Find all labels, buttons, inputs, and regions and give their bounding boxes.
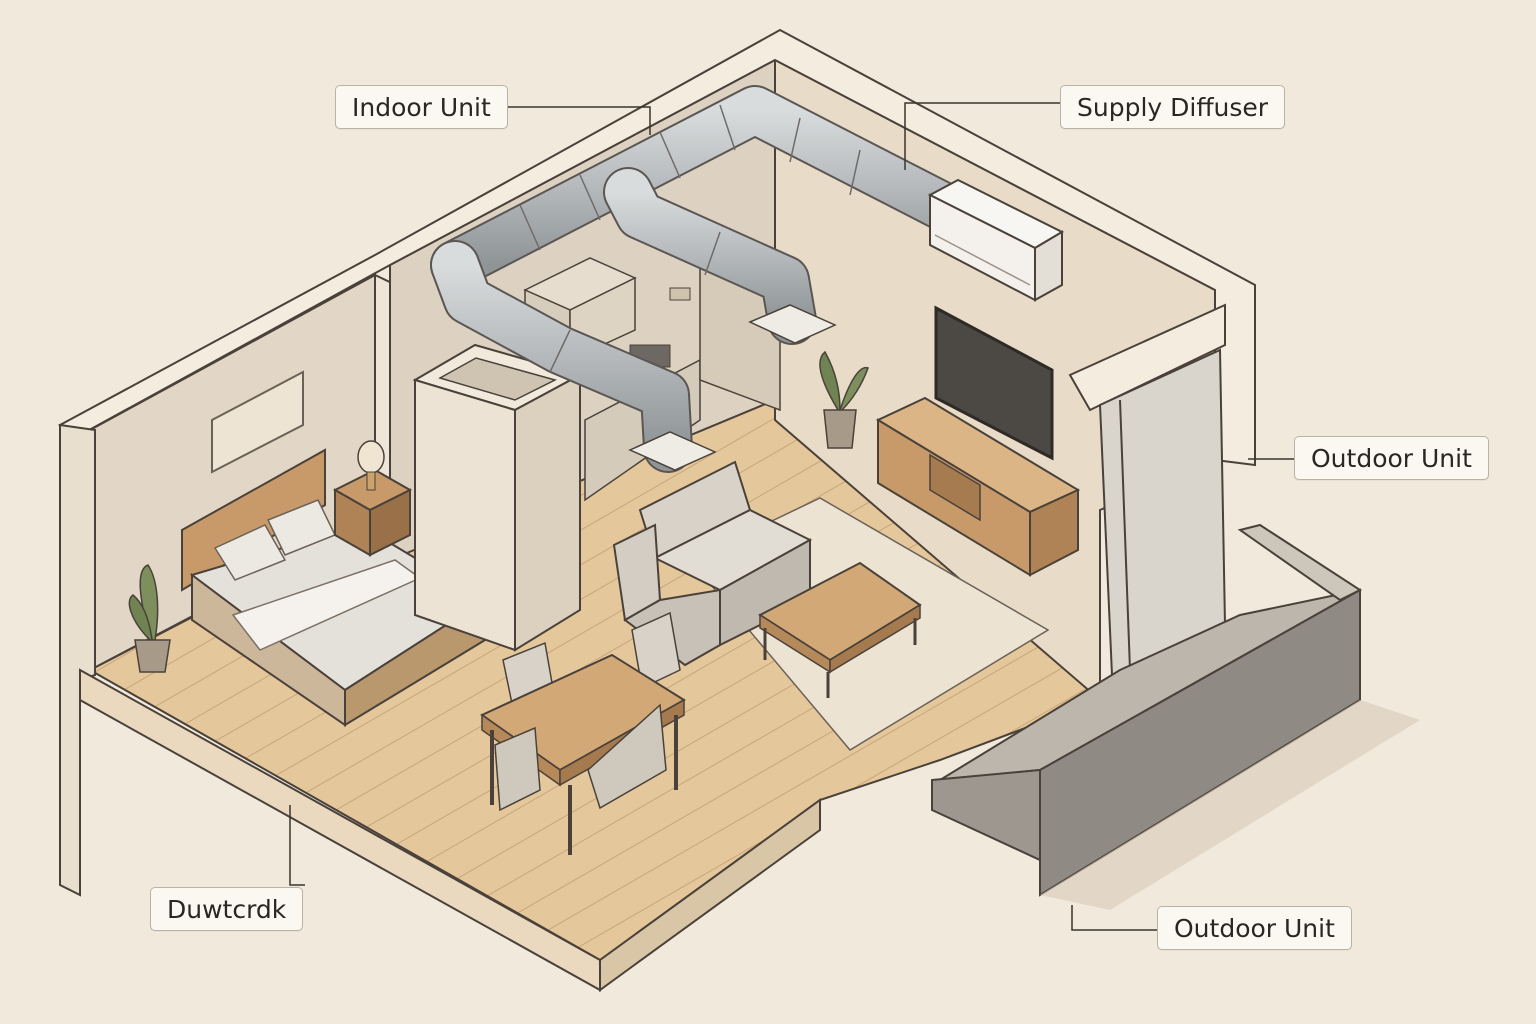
bed xyxy=(181,448,487,727)
callout-indoor-unit: Indoor Unit xyxy=(335,85,508,129)
ceiling-diffuser-kitchen xyxy=(628,431,717,471)
thermostat xyxy=(669,287,691,301)
callout-outdoor-unit-wall: Outdoor Unit xyxy=(1294,436,1489,480)
front-low-wall-right xyxy=(599,798,821,992)
plant-living xyxy=(819,350,869,449)
leader-lines xyxy=(289,102,1296,931)
callout-supply-diffuser: Supply Diffuser xyxy=(1060,85,1286,129)
sofa xyxy=(612,460,813,667)
left-outer-wall xyxy=(59,423,96,897)
duct-seams xyxy=(519,104,861,373)
television xyxy=(934,305,1054,461)
nightstand xyxy=(332,440,413,557)
balcony xyxy=(931,523,1420,910)
tv-stand xyxy=(875,396,1081,577)
wall-ac-unit xyxy=(927,178,1065,302)
callout-outdoor-unit-balcony: Outdoor Unit xyxy=(1157,906,1352,950)
dining-set xyxy=(480,611,686,855)
ceiling-diffuser-hall xyxy=(748,304,837,344)
callout-ductwork: Duwtcrdk xyxy=(150,887,304,931)
wall-picture xyxy=(211,370,304,474)
coffee-table xyxy=(758,561,922,698)
plant-bedroom xyxy=(128,564,171,673)
column xyxy=(412,343,583,652)
